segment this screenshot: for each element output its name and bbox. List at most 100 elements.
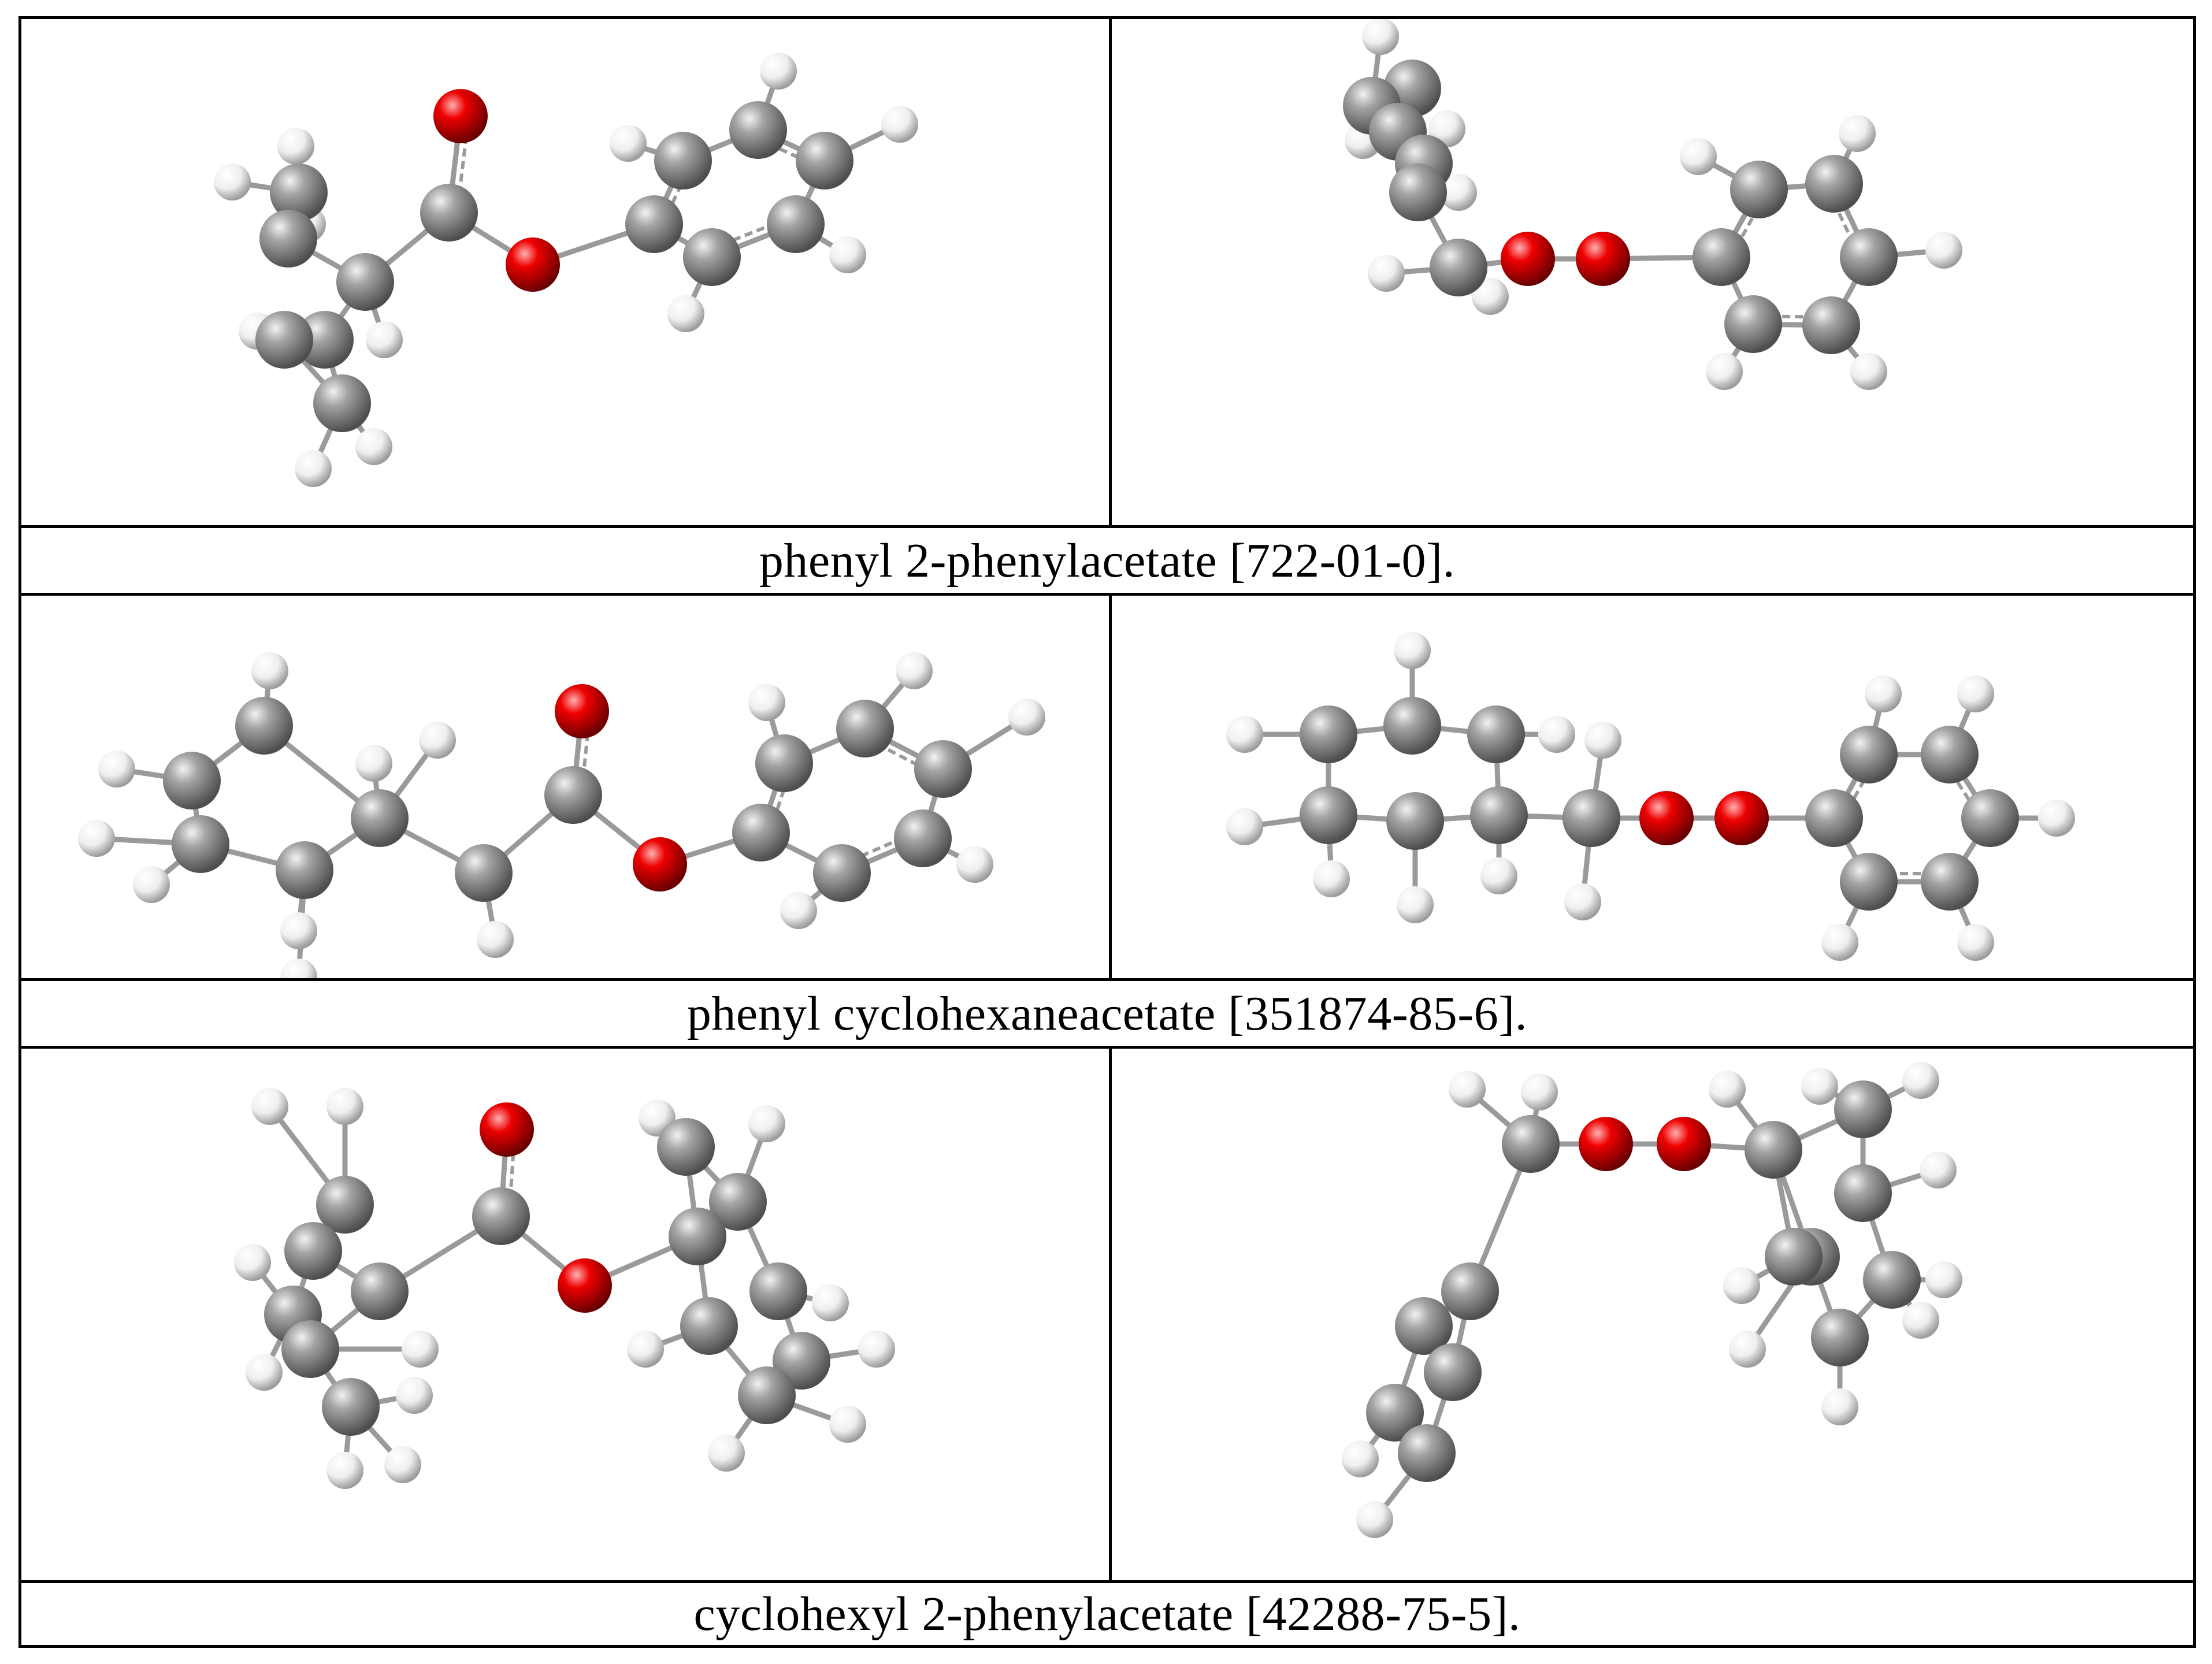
carbon-atom (1724, 295, 1782, 353)
molecule-image-1b (1112, 19, 2193, 525)
hydrogen-atom (1902, 1062, 1939, 1099)
carbon-atom (914, 740, 972, 798)
hydrogen-atom (1709, 1071, 1746, 1108)
oxygen-atom (480, 1102, 534, 1157)
carbon-atom (270, 164, 328, 221)
carbon-atom (1730, 161, 1788, 218)
hydrogen-atom (1680, 138, 1717, 175)
carbon-atom (336, 253, 394, 311)
carbon-atom (1424, 1343, 1482, 1401)
atoms (1343, 19, 1962, 390)
carbon-atom (420, 184, 478, 242)
oxygen-atom (1657, 1117, 1711, 1171)
carbon-atom (276, 841, 333, 899)
carbon-atom (1805, 789, 1863, 847)
carbon-atom (1840, 853, 1898, 911)
hydrogen-atom (896, 652, 933, 689)
carbon-atom (296, 311, 354, 369)
figure-table: phenyl 2-phenylacetate [722-01-0]. pheny… (18, 16, 2196, 1648)
carbon-atom (813, 844, 871, 902)
carbon-atom (836, 700, 894, 757)
carbon-atom (657, 1118, 715, 1176)
hydrogen-atom (295, 450, 332, 487)
hydrogen-atom (78, 820, 115, 857)
hydrogen-atom (1925, 232, 1962, 269)
hydrogen-atom (1313, 860, 1350, 897)
carbon-atom (1395, 1297, 1453, 1355)
carbon-atom (625, 195, 683, 253)
row1-divider (21, 525, 2193, 528)
carbon-atom (1562, 789, 1620, 847)
carbon-atom (1300, 786, 1357, 844)
carbon-atom (1745, 1121, 1802, 1179)
atoms (234, 1088, 895, 1489)
double-bond (508, 1147, 515, 1200)
carbon-atom (1398, 1424, 1456, 1482)
hydrogen-atom (1480, 857, 1517, 894)
carbon-atom (255, 311, 313, 369)
hydrogen-atom (812, 1284, 849, 1321)
hydrogen-atom (214, 164, 251, 200)
hydrogen-atom (326, 1088, 363, 1125)
carbon-atom (284, 1222, 342, 1280)
hydrogen-atom (251, 1088, 288, 1125)
molecule-image-1a (21, 19, 1109, 525)
hydrogen-atom (1821, 1388, 1858, 1425)
molecule-image-3a (21, 1049, 1109, 1580)
hydrogen-atom (477, 921, 514, 958)
carbon-atom (1383, 697, 1441, 755)
hydrogen-atom (1538, 716, 1575, 753)
carbon-atom (1389, 164, 1447, 221)
atoms (1342, 1062, 1962, 1538)
carbon-atom (680, 1297, 738, 1355)
carbon-atom (729, 101, 787, 159)
carbon-atom (1921, 853, 1979, 911)
caption-row3: cyclohexyl 2-phenylacetate [42288-75-5]. (693, 1587, 1521, 1641)
carbon-atom (1863, 1251, 1921, 1309)
hydrogen-atom (98, 751, 135, 788)
oxygen-atom (558, 1258, 612, 1313)
oxygen-atom (1579, 1117, 1633, 1171)
caption-row1: phenyl 2-phenylacetate [722-01-0]. (759, 533, 1456, 588)
row2-divider (21, 978, 2193, 981)
hydrogen-atom (1925, 1261, 1962, 1298)
carbon-atom (755, 734, 813, 792)
carbon-atom (709, 1173, 767, 1231)
hydrogen-atom (280, 912, 317, 949)
carbon-atom (1470, 786, 1528, 844)
hydrogen-atom (1440, 174, 1477, 211)
carbon-atom (1961, 789, 2019, 847)
hydrogen-atom (2038, 800, 2075, 837)
carbon-atom (749, 1262, 807, 1320)
hydrogen-atom (708, 1435, 745, 1472)
hydrogen-atom (956, 846, 993, 883)
hydrogen-atom (1564, 883, 1601, 920)
hydrogen-atom (326, 1452, 363, 1489)
hydrogen-atom (1706, 353, 1743, 390)
carbon-atom (172, 815, 229, 873)
carbon-atom (472, 1187, 530, 1245)
hydrogen-atom (419, 722, 456, 759)
hydrogen-atom (246, 1354, 283, 1391)
carbon-atom (1834, 1080, 1892, 1138)
carbon-atom (259, 210, 317, 268)
carbon-atom (1840, 228, 1898, 286)
carbon-atom (544, 766, 602, 824)
oxygen-atom (433, 89, 488, 143)
caption1-divider (21, 593, 2193, 596)
carbon-atom (351, 789, 409, 847)
oxygen-atom (1639, 791, 1694, 845)
carbon-atom (163, 752, 221, 809)
carbon-atom (1811, 1309, 1869, 1366)
hydrogen-atom (1394, 632, 1431, 669)
hydrogen-atom (1584, 722, 1621, 759)
carbon-atom (669, 1208, 726, 1265)
hydrogen-atom (251, 652, 288, 689)
hydrogen-atom (780, 892, 817, 929)
hydrogen-atom (402, 1331, 439, 1368)
hydrogen-atom (748, 1105, 785, 1142)
carbon-atom (894, 809, 952, 867)
carbon-atom (1805, 155, 1863, 213)
hydrogen-atom (829, 1406, 866, 1443)
col-divider-2 (1109, 593, 1112, 978)
